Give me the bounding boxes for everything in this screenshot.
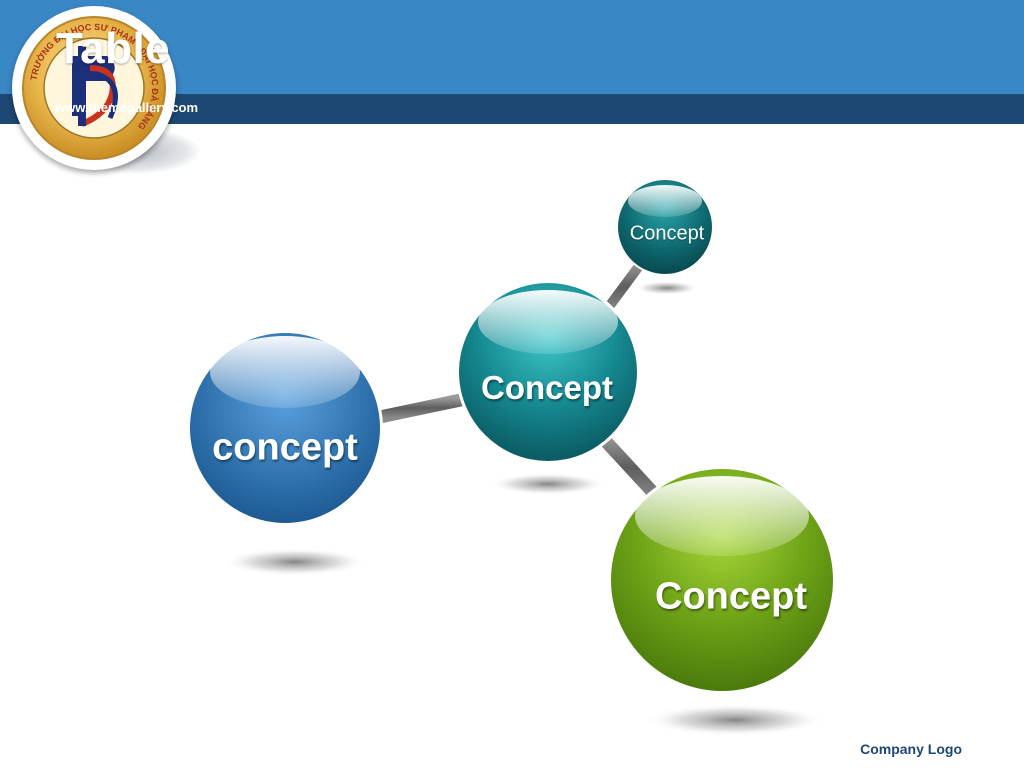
concept-label-top: Concept — [629, 222, 705, 245]
connector-center-green — [593, 428, 667, 507]
connector-left-center — [368, 391, 477, 425]
concept-node-top — [616, 178, 714, 276]
connector-center-top — [600, 257, 647, 317]
shadow-left — [223, 548, 367, 576]
shadow-green — [645, 704, 825, 736]
company-logo-text: Company Logo — [860, 741, 962, 757]
shadow-top — [635, 281, 699, 295]
university-seal-logo: TRƯỜNG ĐẠI HỌC SƯ PHẠM · ĐẠI HỌC ĐÀ NẴNG — [12, 6, 176, 170]
concept-node-green — [608, 466, 836, 694]
site-url: www.themegallery.com — [55, 100, 199, 115]
concept-label-green: Concept — [655, 575, 807, 618]
concept-node-left — [187, 330, 383, 526]
concept-label-center: Concept — [481, 369, 613, 406]
shadow-center — [490, 473, 606, 495]
slide-title: Table — [56, 24, 171, 73]
concept-node-center — [456, 280, 640, 464]
concept-label-left: concept — [212, 426, 358, 469]
